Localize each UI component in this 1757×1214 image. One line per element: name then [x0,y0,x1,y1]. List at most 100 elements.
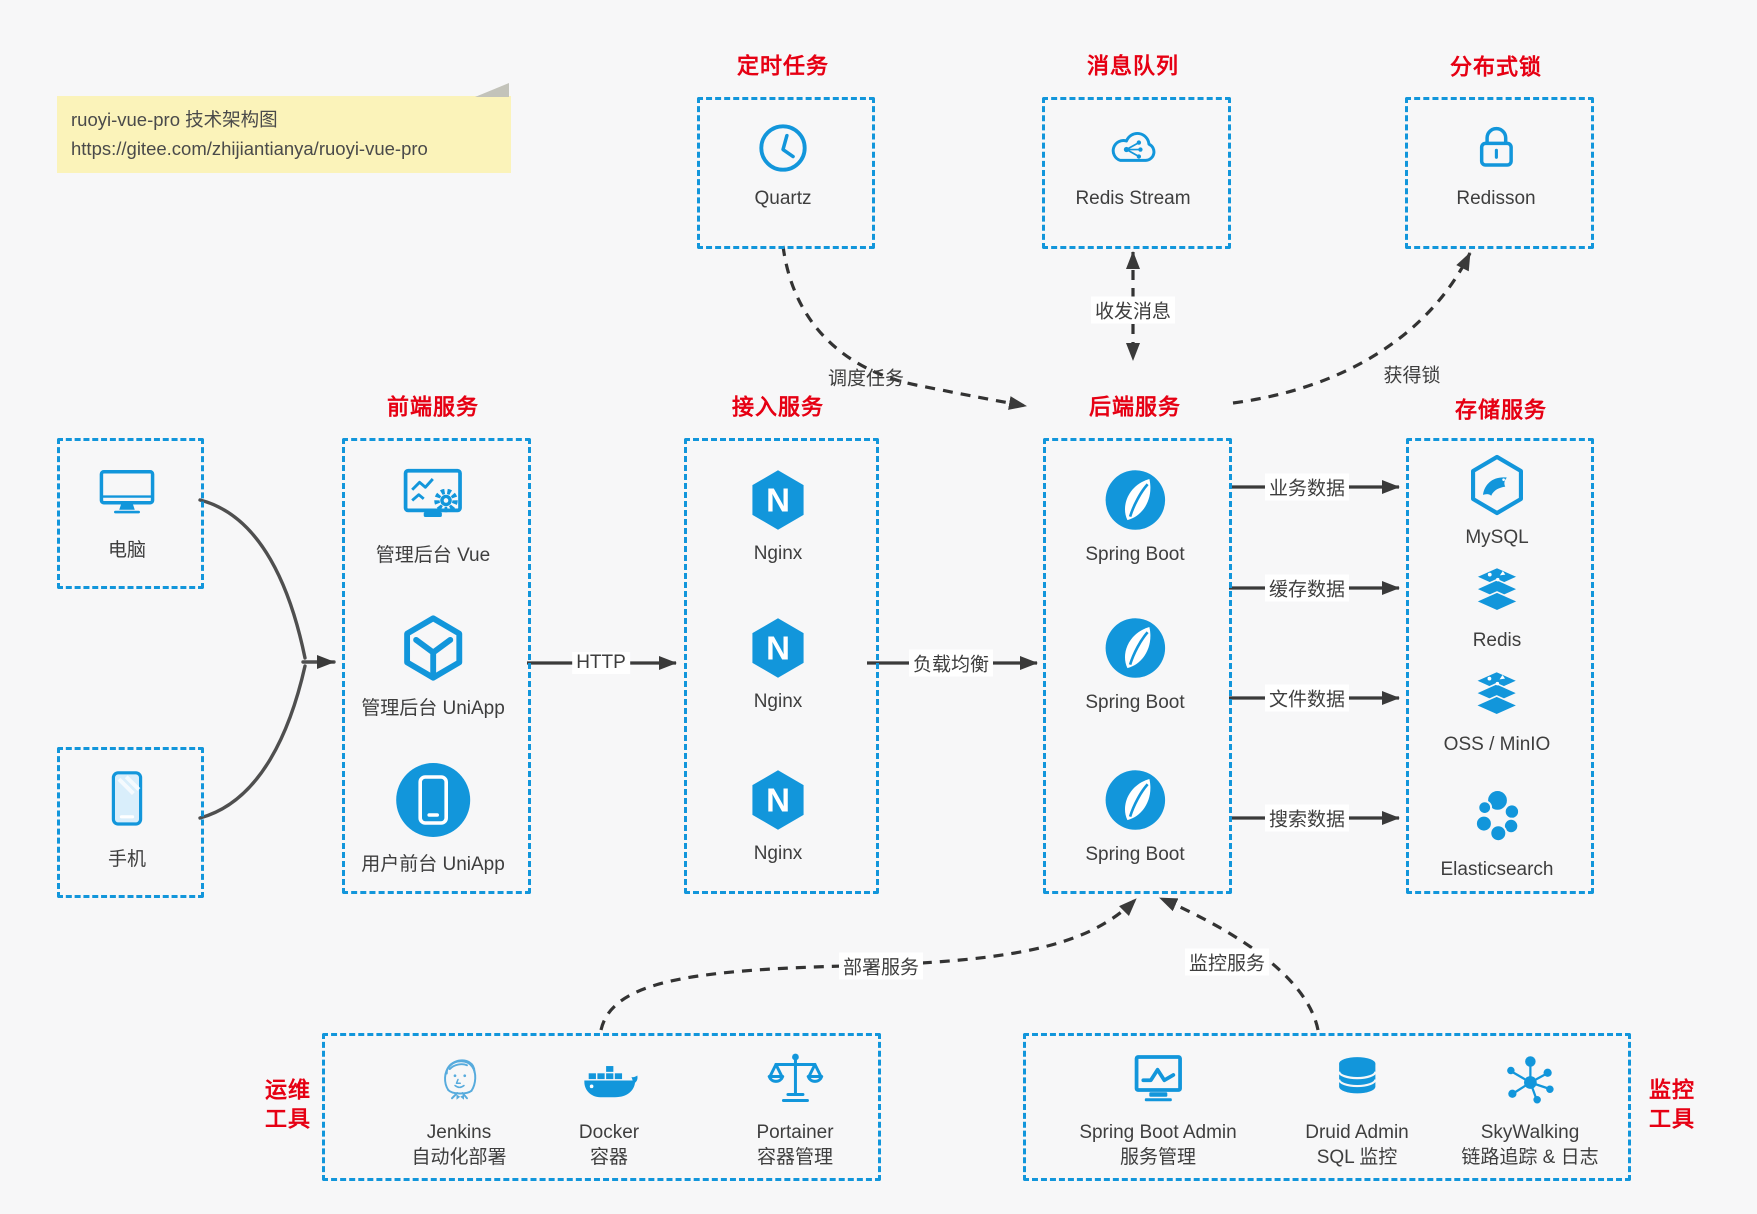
node-sublabel: 容器管理 [756,1147,834,1169]
title-ops-line1: 运维 [264,1077,312,1103]
node-label: Redis [1472,630,1522,651]
clock-icon [752,117,814,179]
label-file-data: 文件数据 [1264,684,1350,712]
node-springboot-2: Spring Boot [1085,613,1185,714]
mysql-icon [1464,452,1530,518]
node-redisson: Redisson [1456,117,1536,210]
spring-boot-icon [1100,613,1170,683]
storage-stack-icon [1465,667,1529,725]
node-phone: 手机 [95,765,159,871]
title-monitoring: 监控 工具 [1649,1076,1695,1133]
cube-icon [397,612,469,684]
node-label: Spring Boot [1085,692,1185,713]
edge-lock [1232,252,1472,405]
title-frontend: 前端服务 [386,394,480,420]
computer-icon [91,464,163,526]
node-label: Quartz [754,188,812,209]
node-portainer: Portainer 容器管理 [756,1051,834,1170]
node-label: 管理后台 UniApp [361,698,505,719]
node-sublabel: 服务管理 [1119,1147,1196,1169]
node-user-uniapp: 用户前台 UniApp [361,760,505,876]
node-sublabel: 自动化部署 [411,1147,507,1169]
node-label: Redisson [1456,188,1536,209]
node-label: Redis Stream [1075,188,1191,209]
elasticsearch-icon [1465,786,1529,850]
node-label: Spring Boot [1085,544,1185,565]
phone-icon [95,765,159,835]
node-docker: Docker 容器 [577,1053,641,1170]
title-scheduled: 定时任务 [736,53,830,79]
node-mysql: MySQL [1464,452,1530,549]
lock-icon [1465,117,1527,179]
node-computer: 电脑 [91,464,163,562]
spring-boot-icon [1100,465,1170,535]
node-label: 手机 [107,849,146,870]
node-springboot-1: Spring Boot [1085,465,1185,566]
node-label: Nginx [753,843,803,864]
node-admin-vue: 管理后台 Vue [376,465,490,567]
box-frontend [342,438,531,894]
box-scheduled [697,97,875,249]
box-computer [57,438,204,589]
node-nginx-2: Nginx [745,614,811,713]
node-label: 用户前台 UniApp [361,854,505,875]
node-label: OSS / MinIO [1443,734,1551,755]
node-sublabel: 容器 [589,1147,628,1169]
node-sublabel: 链路追踪 & 日志 [1461,1147,1599,1169]
node-label: Docker [578,1122,640,1143]
title-storage: 存储服务 [1454,397,1548,423]
label-http: HTTP [572,652,630,674]
node-skywalking: SkyWalking 链路追踪 & 日志 [1461,1051,1599,1170]
label-schedule: 调度任务 [827,368,905,390]
nginx-icon [745,466,811,534]
node-jenkins: Jenkins 自动化部署 [411,1051,507,1170]
label-monitor: 监控服务 [1184,948,1270,976]
node-label: 电脑 [107,540,146,561]
admin-dashboard-icon [397,465,469,531]
title-backend: 后端服务 [1088,394,1182,420]
node-redis-stream: Redis Stream [1075,117,1191,210]
title-monitoring-line1: 监控 [1648,1077,1696,1103]
node-label: SkyWalking [1480,1122,1580,1143]
box-mq [1042,97,1231,249]
monitor-chart-icon [1126,1051,1190,1111]
node-nginx-3: Nginx [745,766,811,865]
box-phone [57,747,204,898]
edge-phone-frontend [198,664,307,820]
scales-icon [764,1051,826,1111]
label-search-data: 搜索数据 [1264,804,1350,832]
node-label: Nginx [753,543,803,564]
node-label: MySQL [1465,527,1529,548]
title-ops-line2: 工具 [264,1106,312,1131]
sticky-note: ruoyi-vue-pro 技术架构图 https://gitee.com/zh… [57,82,511,174]
node-sublabel: SQL 监控 [1316,1147,1398,1169]
jenkins-icon [429,1051,489,1111]
box-storage [1406,438,1594,894]
box-lock [1405,97,1594,249]
edge-schedule [781,245,1027,410]
title-lock: 分布式锁 [1449,54,1543,80]
node-nginx-1: Nginx [745,466,811,565]
node-quartz: Quartz [752,117,814,210]
node-label: Jenkins [426,1122,492,1143]
edge-computer-frontend [198,498,307,660]
cloud-stream-icon [1100,117,1166,179]
label-message: 收发消息 [1090,296,1176,324]
label-business-data: 业务数据 [1264,473,1350,501]
network-hub-icon [1499,1051,1561,1111]
node-admin-uniapp: 管理后台 UniApp [361,612,505,720]
docker-icon [577,1053,641,1111]
redis-stack-icon [1465,563,1529,621]
label-lock: 获得锁 [1383,365,1441,387]
nginx-icon [745,614,811,682]
node-label: Spring Boot [1085,844,1185,865]
box-backend [1043,438,1232,894]
spring-boot-icon [1100,765,1170,835]
node-label: Elasticsearch [1440,859,1554,880]
node-label: 管理后台 Vue [375,545,491,566]
label-cache-data: 缓存数据 [1264,574,1350,602]
title-monitoring-line2: 工具 [1648,1106,1696,1131]
nginx-icon [745,766,811,834]
node-label: Nginx [753,691,803,712]
